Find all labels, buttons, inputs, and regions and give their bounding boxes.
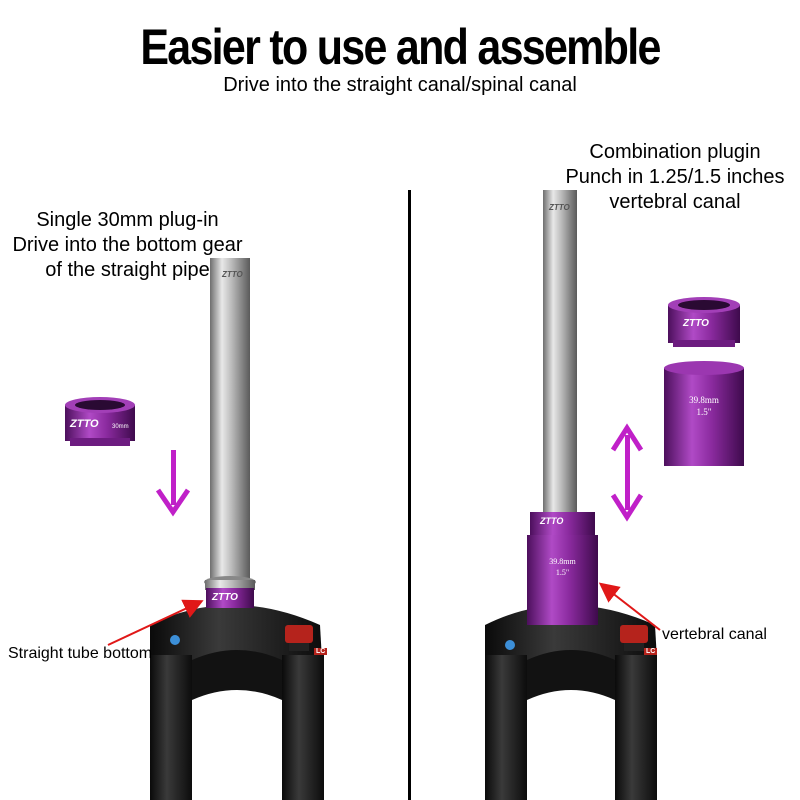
panel-divider (408, 190, 411, 800)
loose-ring-top (668, 297, 740, 347)
right-caption-line: Punch in 1.25/1.5 inches (565, 166, 785, 188)
tube-brand-mark-right: ZTTO (549, 203, 570, 212)
blue-knob (170, 635, 180, 645)
left-fork-assembly (65, 258, 324, 800)
right-callout-arrow (598, 582, 661, 631)
rebound-knob-right (620, 625, 648, 643)
page-subtitle: Drive into the straight canal/spinal can… (223, 74, 577, 96)
left-caption-line: Drive into the bottom gear (12, 234, 243, 256)
left-caption-line: of the straight pipe (45, 259, 210, 281)
loose-sleeve-39-8mm (664, 361, 744, 466)
insert-down-arrow-icon (155, 450, 191, 517)
page-title: Easier to use and assemble (140, 19, 661, 75)
knob-base (289, 643, 309, 651)
loose-top-ring-brand: ZTTO (683, 318, 709, 329)
fork-crown (150, 605, 322, 660)
right-fork-assembly (485, 190, 744, 800)
mounted-sleeve-label: 39.8mm 1.5" (527, 556, 598, 578)
mounted-sleeve-mm: 39.8mm (549, 557, 576, 566)
mounted-sleeve-inch: 1.5" (555, 568, 570, 577)
right-caption-line: Combination plugin (589, 141, 761, 163)
blue-knob-right (505, 640, 515, 650)
rebound-knob (285, 625, 313, 643)
tube-brand-mark: ZTTO (222, 270, 243, 279)
fork-brand-label-right: LC (644, 648, 658, 655)
sleeve-size-label: 39.8mm 1.5" (664, 394, 744, 418)
fork-arch-right (527, 650, 615, 700)
left-callout-arrow (107, 599, 204, 646)
steerer-tube-right (543, 190, 577, 520)
steerer-tube (210, 258, 250, 590)
loose-ring-size: 30mm (112, 424, 129, 430)
double-arrow-icon (610, 423, 644, 522)
fork-leg-right (282, 655, 324, 800)
fork-brand-label: LC (314, 648, 328, 655)
mounted-top-ring (530, 512, 595, 537)
right-callout-label: vertebral canal (662, 626, 767, 643)
mounted-sleeve (527, 535, 598, 625)
left-caption-line: Single 30mm plug-in (36, 209, 219, 231)
knob-base-right (624, 643, 644, 651)
crown-race (205, 580, 255, 590)
fork-leg-left (150, 655, 192, 800)
mounted-ring-brand: ZTTO (212, 592, 238, 603)
left-caption: Single 30mm plug-in Drive into the botto… (0, 208, 255, 283)
loose-ring-30mm (65, 397, 135, 446)
mounted-top-ring-brand: ZTTO (540, 516, 564, 526)
sleeve-size-inch: 1.5" (696, 407, 712, 417)
mounted-ring (206, 588, 254, 608)
fork-leg-left-right (485, 655, 527, 800)
fork-arch (192, 650, 282, 700)
sleeve-size-mm: 39.8mm (689, 395, 719, 405)
fork-leg-right-right (615, 655, 657, 800)
loose-ring-brand: ZTTO (70, 418, 99, 430)
right-caption: Combination plugin Punch in 1.25/1.5 inc… (540, 140, 800, 215)
right-caption-line: vertebral canal (609, 191, 741, 213)
left-callout-label: Straight tube bottom (8, 645, 153, 662)
